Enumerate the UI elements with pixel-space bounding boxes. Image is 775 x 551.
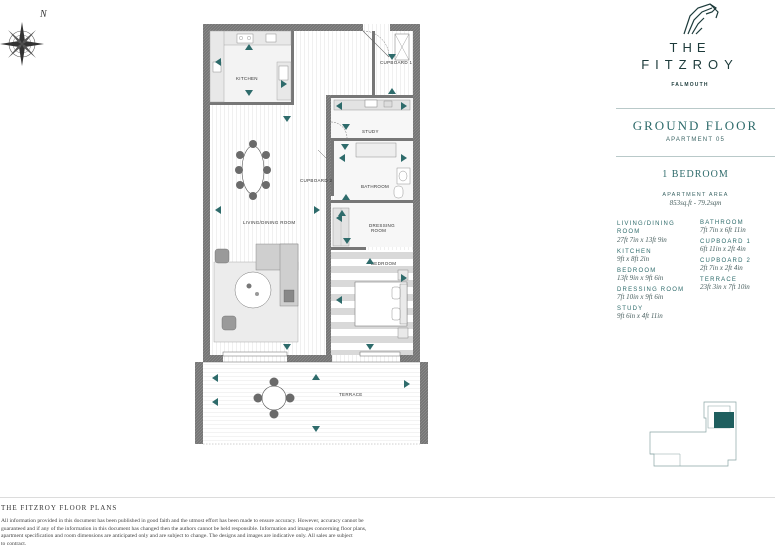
coffee-table	[234, 271, 272, 309]
room-label-cupboard-1: CUPBOARD 1	[380, 60, 412, 65]
room-label-bathroom: BATHROOM	[361, 184, 389, 189]
spec-value: 13ft 9in x 9ft 6in	[617, 274, 664, 282]
terrace-table	[253, 377, 295, 419]
spec-label: CUPBOARD 1	[700, 239, 752, 245]
footer-line: to contract.	[1, 540, 27, 547]
spec-label: STUDY	[617, 306, 644, 312]
spec-label: CUPBOARD 2	[700, 258, 752, 264]
bedside-table	[397, 327, 409, 339]
terrace-door	[222, 351, 288, 357]
room-label-living: LIVING/DINING ROOM	[243, 220, 295, 225]
terrace-area	[203, 362, 420, 444]
bath-sink	[396, 167, 411, 185]
area-label: APARTMENT AREA	[662, 192, 729, 198]
compass-icon	[0, 22, 44, 66]
compass-north-label: N	[39, 9, 48, 20]
spec-value: 6ft 11in x 2ft 4in	[700, 245, 746, 253]
spec-value: 23ft 3in x 7ft 10in	[700, 283, 750, 291]
area-block: APARTMENT AREA 853sq.ft - 79.2sqm	[616, 192, 775, 207]
armchair	[221, 315, 237, 331]
spec-label: DRESSING ROOM	[617, 287, 685, 293]
room-label-terrace: TERRACE	[339, 392, 363, 397]
spec-label: BATHROOM	[700, 220, 744, 226]
spec-bedroom: BEDROOM 13ft 9in x 9ft 6in	[617, 268, 697, 282]
bedroom-count-label: 1 BEDROOM	[662, 169, 729, 180]
room-label-kitchen: KITCHEN	[236, 76, 258, 81]
spec-value: 9ft 6in x 4ft 11in	[617, 312, 663, 320]
toilet	[393, 185, 404, 199]
footer-line: guaranteed and if any of the information…	[1, 525, 367, 532]
fitzroy-logo-icon	[683, 3, 719, 35]
key-plan-highlight	[714, 412, 734, 428]
footer-line: apartment specification and room dimensi…	[1, 533, 353, 539]
spec-label: LIVING/DINING ROOM	[617, 221, 675, 235]
specs-left: LIVING/DINING ROOM 27ft 7in x 13ft 9in K…	[617, 220, 697, 325]
specs-right: BATHROOM 7ft 7in x 6ft 11in CUPBOARD 1 6…	[700, 220, 775, 296]
spec-value: 9ft x 8ft 2in	[617, 255, 650, 263]
bedroom-window	[359, 351, 401, 357]
spec-kitchen: KITCHEN 9ft x 8ft 2in	[617, 249, 697, 263]
brand-line-1: THE	[669, 40, 711, 55]
spec-cupboard-1: CUPBOARD 1 6ft 11in x 2ft 4in	[700, 239, 775, 253]
spec-value: 2ft 7in x 2ft 4in	[700, 264, 743, 272]
terrace-wall-left	[195, 362, 203, 444]
spec-bathroom: BATHROOM 7ft 7in x 6ft 11in	[700, 220, 775, 234]
room-label-cupboard-2: CUPBOARD 2	[300, 178, 332, 183]
spec-value: 7ft 10in x 9ft 6in	[617, 293, 664, 301]
bedroom-count: 1 BEDROOM	[616, 169, 775, 180]
lounge-area	[213, 243, 299, 343]
footer-disclaimer: All information provided in this documen…	[1, 518, 501, 548]
dimension-arrows	[212, 44, 410, 432]
armchair	[214, 248, 230, 264]
footer: THE FITZROY FLOOR PLANS All information …	[1, 504, 501, 548]
spec-label: BEDROOM	[617, 268, 657, 274]
room-label-bedroom: BEDROOM	[371, 261, 396, 266]
floor-title: GROUND FLOOR	[632, 118, 759, 133]
area-value: 853sq.ft - 79.2sqm	[669, 199, 722, 207]
brand-location: FALMOUTH	[671, 82, 709, 88]
spec-value: 27ft 7in x 13ft 9in	[617, 236, 667, 244]
spec-label: TERRACE	[700, 277, 738, 283]
footer-line: All information provided in this documen…	[1, 518, 364, 524]
dining-table	[235, 140, 271, 200]
divider	[616, 156, 775, 157]
shower-tray	[355, 142, 397, 158]
room-label-study: STUDY	[362, 129, 379, 134]
spec-terrace: TERRACE 23ft 3in x 7ft 10in	[700, 277, 775, 291]
brand-block: THE FITZROY FALMOUTH	[640, 40, 740, 88]
floor-block: GROUND FLOOR APARTMENT 05	[616, 118, 775, 143]
spec-label: KITCHEN	[617, 249, 652, 255]
key-plan	[649, 401, 737, 467]
brand-line-2: FITZROY	[641, 57, 739, 72]
terrace-wall-right	[420, 362, 428, 444]
spec-value: 7ft 7in x 6ft 11in	[700, 226, 746, 234]
footer-divider	[0, 497, 775, 498]
footer-title: THE FITZROY FLOOR PLANS	[1, 504, 118, 512]
spec-dressing: DRESSING ROOM 7ft 10in x 9ft 6in	[617, 287, 697, 301]
apartment-number: APARTMENT 05	[665, 137, 726, 143]
divider	[616, 108, 775, 109]
spec-living: LIVING/DINING ROOM 27ft 7in x 13ft 9in	[617, 220, 697, 244]
spec-cupboard-2: CUPBOARD 2 2ft 7in x 2ft 4in	[700, 258, 775, 272]
spec-study: STUDY 9ft 6in x 4ft 11in	[617, 306, 697, 320]
